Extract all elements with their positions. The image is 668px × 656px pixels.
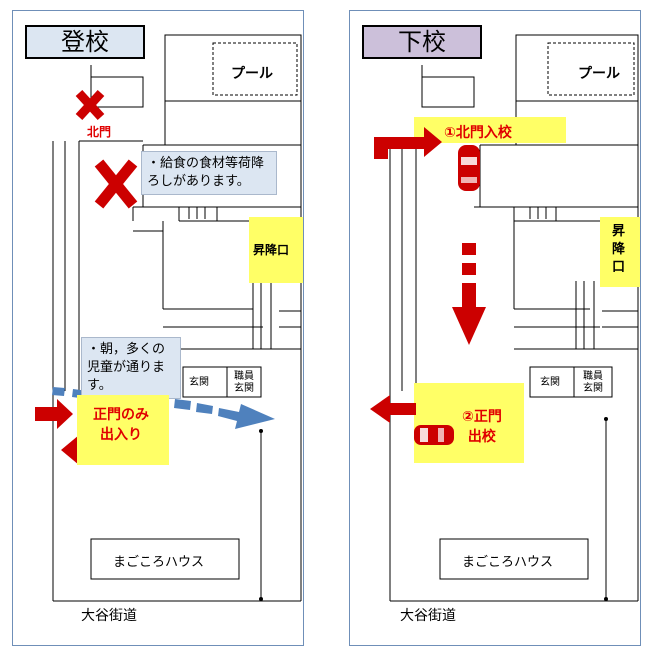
magokoro-house-label: まごころハウス [462, 555, 554, 570]
main-gate-label: 正門のみ 出入り [93, 407, 149, 443]
no-entry-x-north [75, 89, 105, 121]
pool-label: プール [578, 66, 620, 82]
front-door-label: 玄関 [540, 377, 560, 388]
road-label: 大谷街道 [81, 608, 137, 624]
staff-door-label: 職員 玄関 [583, 371, 603, 394]
pool-label: プール [231, 66, 273, 82]
entrance-label: 昇降口 [253, 243, 290, 257]
main-gate-highlight [77, 395, 169, 465]
panel-arrival: 登校 プール 北門 ・給食の食材等荷降ろしがあります。 昇降口 ・朝，多くの児童… [12, 10, 304, 646]
morning-note: ・朝，多くの児童が通ります。 [81, 337, 181, 399]
main-gate-exit-arrow [370, 395, 416, 423]
delivery-note: ・給食の食材等荷降ろしがあります。 [141, 151, 277, 195]
page-title: 下校 [362, 25, 482, 59]
entrance-highlight [249, 217, 303, 283]
magokoro-house-label: まごころハウス [113, 555, 205, 570]
car-icon [414, 425, 454, 445]
car-route-arrow [452, 243, 486, 345]
car-icon [458, 145, 480, 191]
step1-label: ①北門入校 [444, 125, 512, 141]
north-gate-label: 北門 [87, 125, 112, 139]
gate-entry-arrow [35, 399, 73, 429]
page-title: 登校 [25, 25, 145, 59]
step1-highlight [414, 117, 566, 143]
panel-dismissal: 下校 プール ①北門入校 昇降口 玄関 職員 玄関 ②正門 出校 まごころハウス… [349, 10, 641, 646]
entrance-highlight [600, 217, 640, 287]
road-label: 大谷街道 [400, 608, 456, 624]
staff-door-label: 職員 玄関 [234, 371, 254, 394]
front-door-label: 玄関 [189, 377, 209, 388]
dismissal-map-lines [370, 34, 640, 602]
step2-label: ②正門 出校 [462, 409, 502, 445]
entrance-label: 昇降口 [612, 224, 626, 275]
no-entry-x-delivery [94, 159, 138, 209]
step2-highlight [414, 383, 524, 463]
north-gate-entry-arrow [374, 127, 442, 159]
